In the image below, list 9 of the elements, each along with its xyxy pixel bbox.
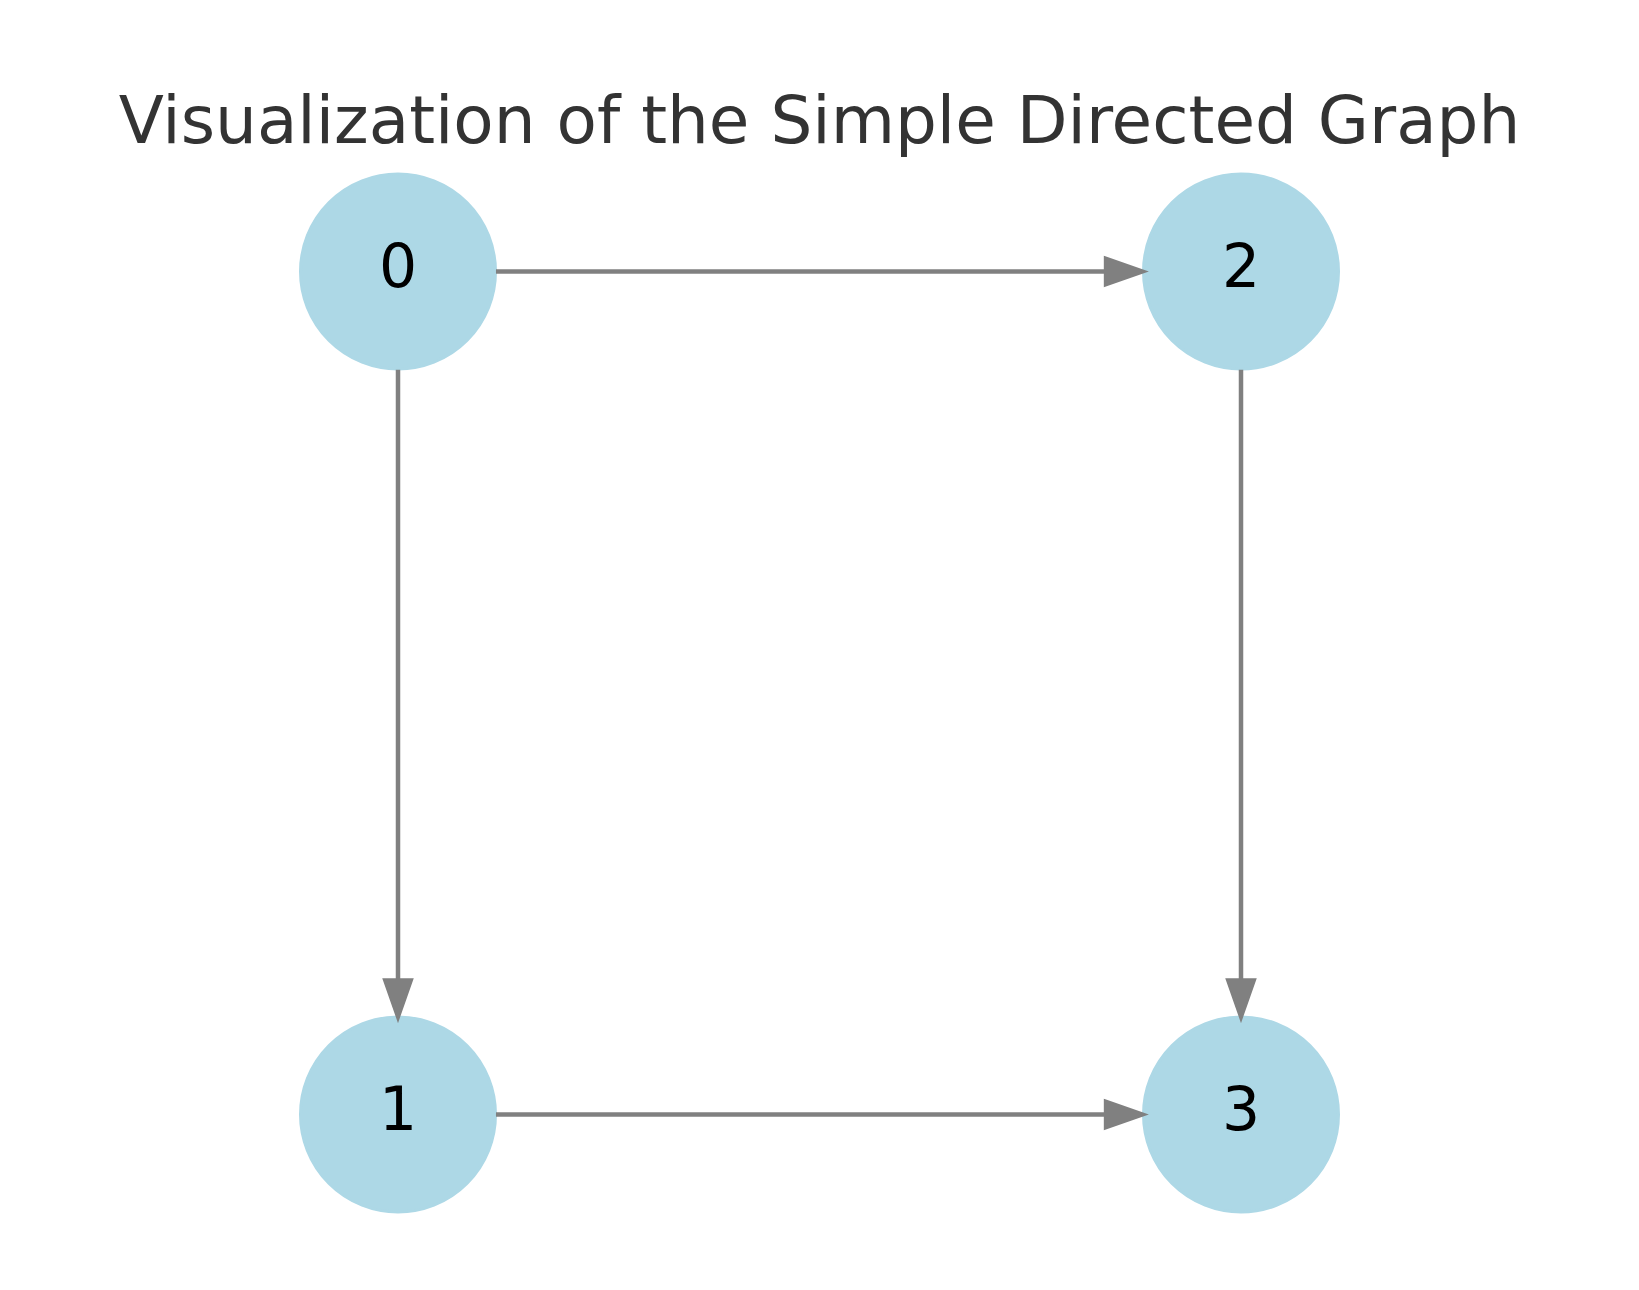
node-circle: 0 [299, 172, 497, 371]
arrow [1225, 369, 1257, 1024]
arrow [496, 255, 1149, 288]
node-circle: 2 [1142, 172, 1340, 371]
arrow [496, 1098, 1149, 1131]
node-circle: 3 [1142, 1015, 1340, 1214]
node-circle: 1 [299, 1015, 497, 1214]
arrow [382, 369, 414, 1024]
diagram-title: Visualization of the Simple Directed Graph [118, 81, 1521, 159]
